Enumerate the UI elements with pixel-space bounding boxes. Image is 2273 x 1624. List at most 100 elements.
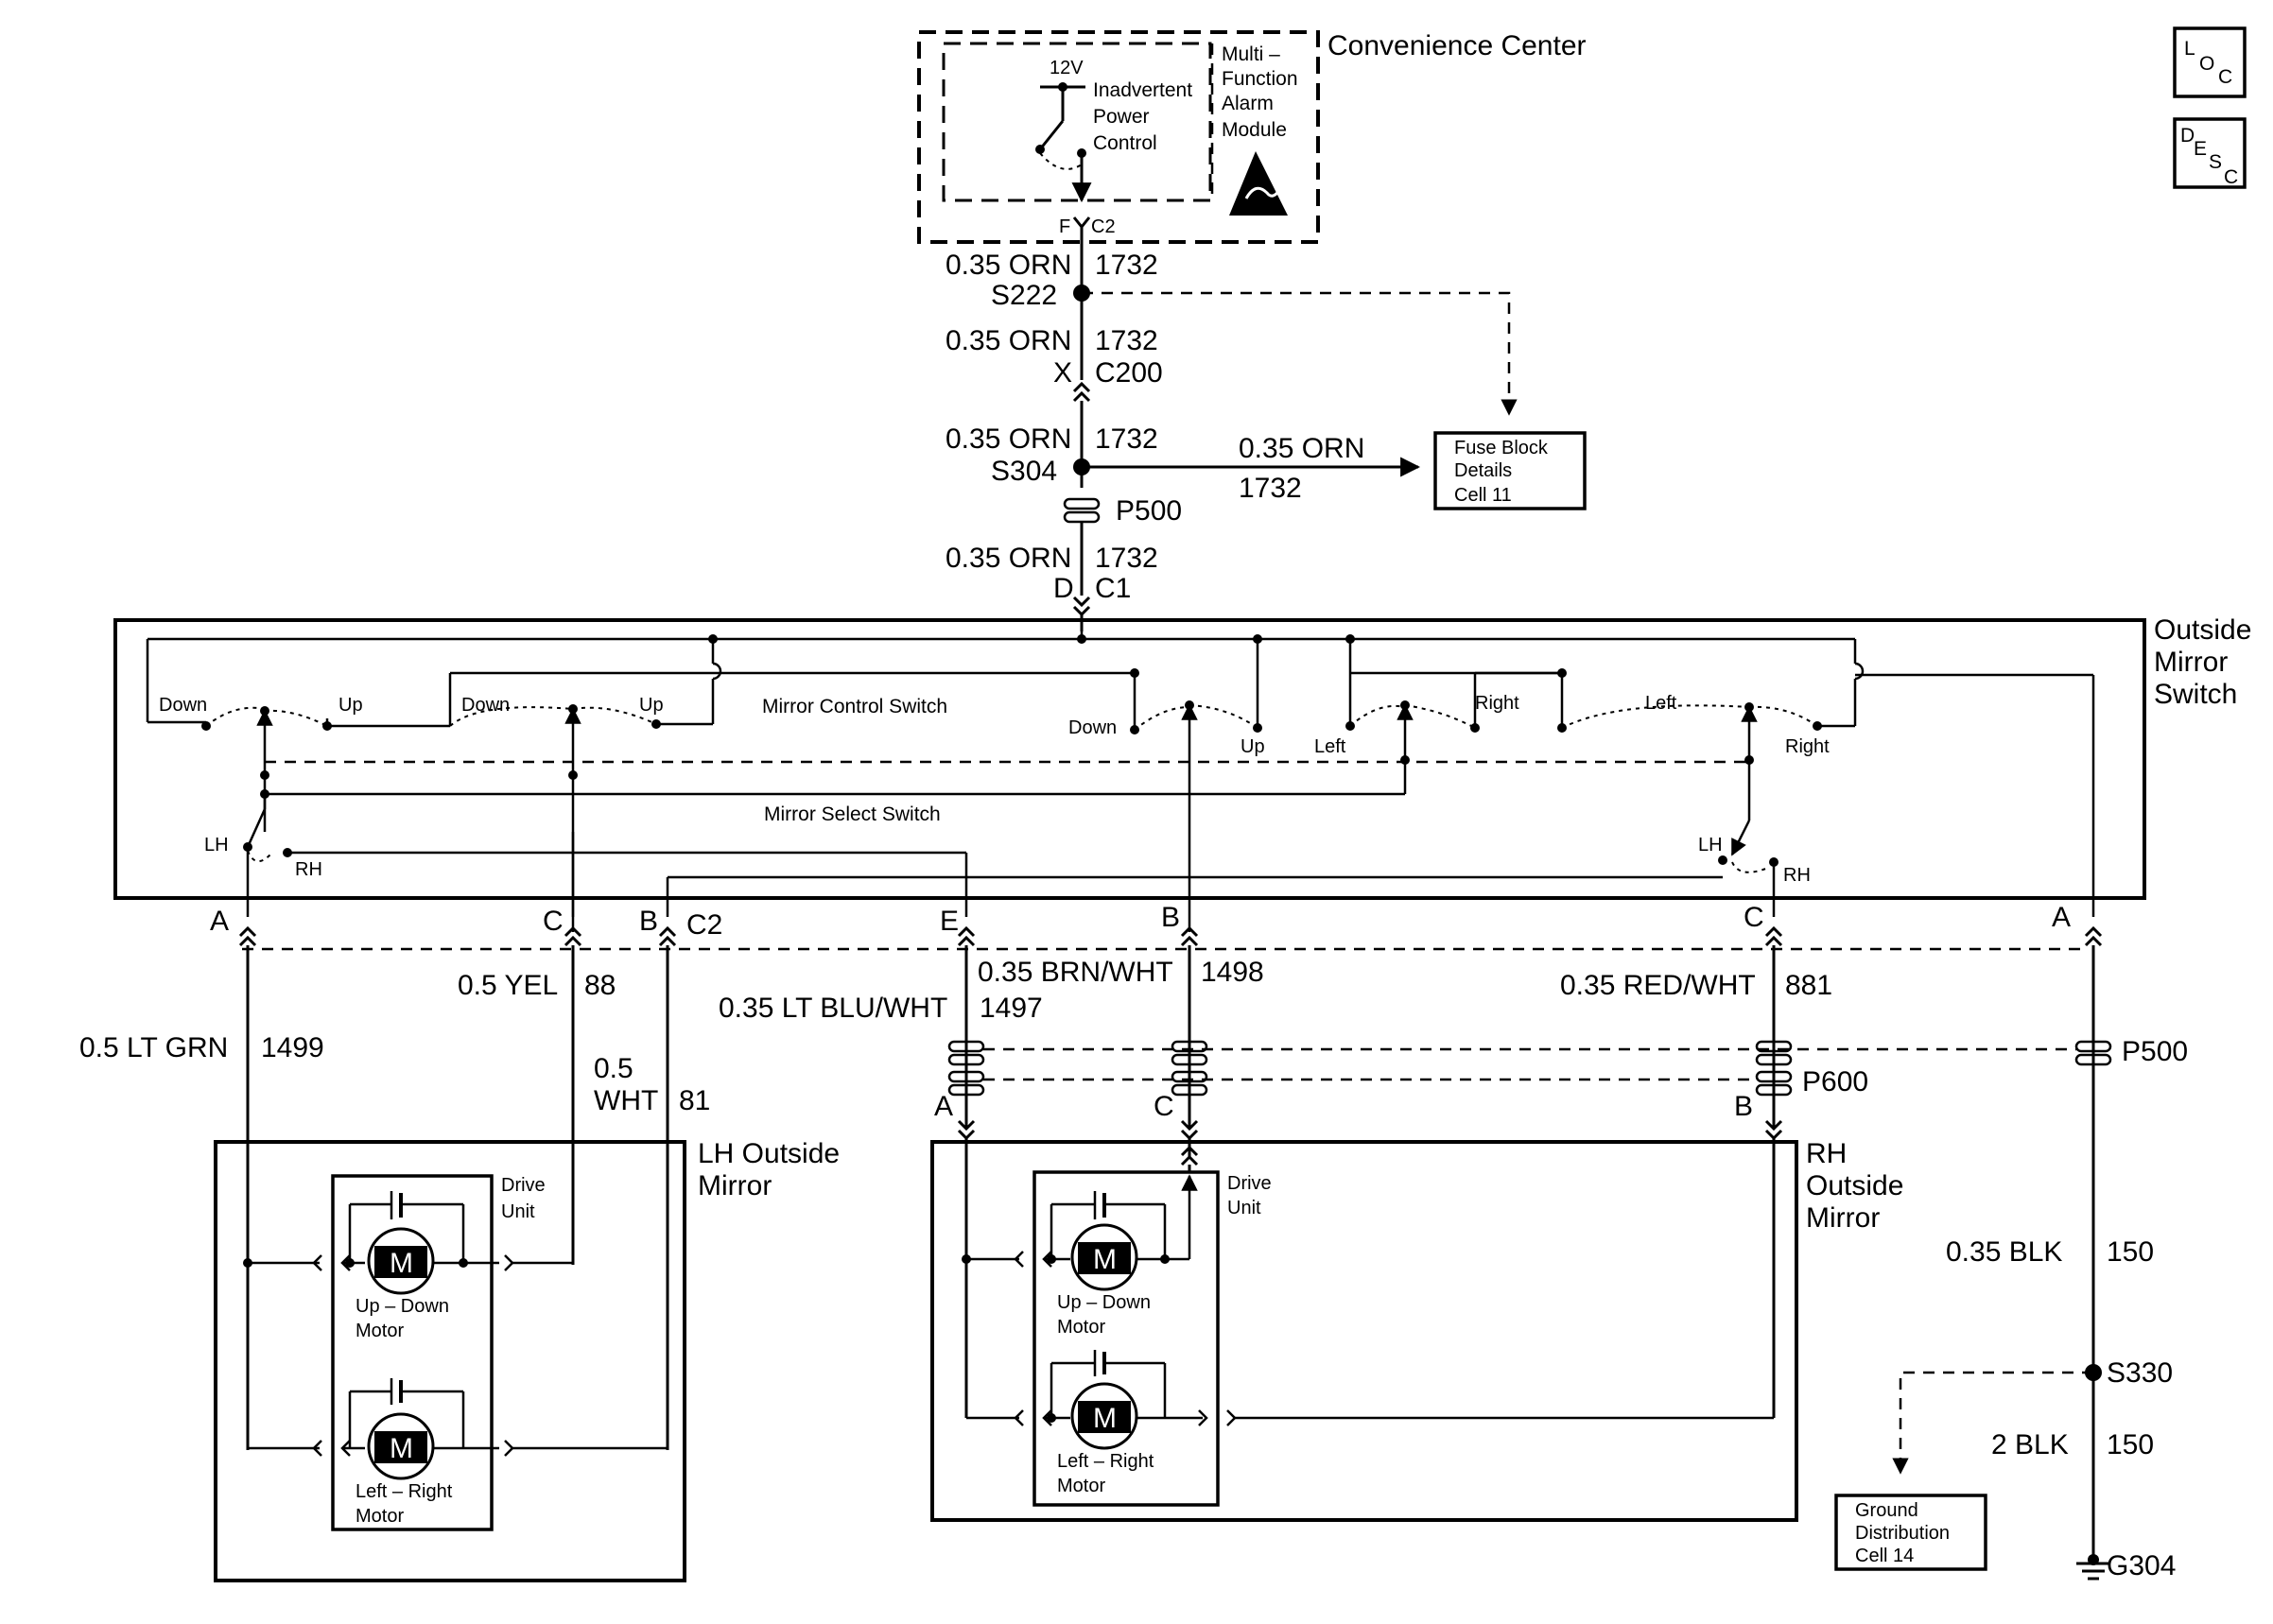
svg-text:Switch: Switch bbox=[2154, 679, 2237, 710]
svg-text:Cell 14: Cell 14 bbox=[1855, 1546, 1914, 1566]
esd-warning-icon bbox=[1229, 151, 1288, 216]
svg-text:F: F bbox=[1059, 216, 1070, 237]
svg-text:S222: S222 bbox=[991, 280, 1057, 311]
svg-text:C2: C2 bbox=[686, 909, 722, 941]
svg-text:C: C bbox=[2224, 166, 2238, 188]
svg-text:0.35 LT BLU/WHT: 0.35 LT BLU/WHT bbox=[719, 993, 947, 1024]
svg-text:B: B bbox=[1161, 902, 1180, 933]
svg-text:C2: C2 bbox=[1091, 216, 1116, 237]
svg-text:Up – Down: Up – Down bbox=[1057, 1292, 1151, 1313]
svg-text:E: E bbox=[940, 906, 959, 937]
svg-text:1497: 1497 bbox=[980, 993, 1043, 1024]
svg-text:1732: 1732 bbox=[1239, 473, 1302, 504]
c2-connector-row: A C B C2 E B C A bbox=[210, 902, 2103, 951]
svg-text:Inadvertent: Inadvertent bbox=[1093, 79, 1192, 101]
svg-text:81: 81 bbox=[679, 1085, 710, 1116]
svg-text:0.35 ORN: 0.35 ORN bbox=[1239, 433, 1364, 464]
motor-icon: M bbox=[390, 1433, 413, 1464]
svg-text:Up: Up bbox=[1241, 736, 1265, 757]
svg-text:Up: Up bbox=[639, 695, 664, 716]
svg-text:WHT: WHT bbox=[594, 1085, 658, 1116]
lh-harness: 0.5 LT GRN 1499 0.5 YEL 88 0.5 WHT 81 bbox=[79, 945, 710, 1450]
svg-text:0.35 ORN: 0.35 ORN bbox=[946, 325, 1071, 356]
svg-text:Down: Down bbox=[159, 695, 207, 716]
svg-text:X: X bbox=[1053, 357, 1072, 389]
svg-text:0.5 YEL: 0.5 YEL bbox=[458, 970, 558, 1001]
svg-text:G304: G304 bbox=[2107, 1550, 2176, 1581]
svg-text:Left – Right: Left – Right bbox=[356, 1481, 453, 1502]
lh-outside-mirror: LH Outside Mirror Drive Unit M Up – Down… bbox=[214, 1138, 840, 1582]
convenience-center-label: Convenience Center bbox=[1327, 30, 1587, 61]
svg-text:A: A bbox=[210, 906, 229, 937]
svg-text:RH: RH bbox=[1806, 1138, 1847, 1169]
svg-text:150: 150 bbox=[2107, 1236, 2154, 1268]
fuse-block-box[interactable]: Fuse Block Details Cell 11 bbox=[1433, 431, 1587, 510]
svg-text:Right: Right bbox=[1475, 693, 1519, 714]
svg-text:881: 881 bbox=[1785, 970, 1832, 1001]
ground-g304-icon bbox=[2076, 1554, 2110, 1581]
svg-text:Motor: Motor bbox=[1057, 1317, 1105, 1338]
svg-text:C: C bbox=[2218, 66, 2232, 88]
svg-text:Mirror Control Switch: Mirror Control Switch bbox=[762, 696, 947, 717]
svg-text:S304: S304 bbox=[991, 456, 1057, 487]
svg-text:Module: Module bbox=[1222, 119, 1287, 141]
svg-text:0.35 ORN: 0.35 ORN bbox=[946, 543, 1071, 574]
pass-through-p600 bbox=[947, 1070, 1793, 1097]
svg-text:1732: 1732 bbox=[1095, 423, 1158, 455]
svg-text:0.5: 0.5 bbox=[594, 1053, 633, 1084]
svg-text:Motor: Motor bbox=[356, 1506, 404, 1527]
svg-text:2 BLK: 2 BLK bbox=[1991, 1429, 2069, 1460]
svg-text:B: B bbox=[1734, 1091, 1753, 1122]
svg-text:P500: P500 bbox=[2122, 1036, 2188, 1067]
motor-icon: M bbox=[1093, 1403, 1117, 1434]
svg-text:0.35 ORN: 0.35 ORN bbox=[946, 250, 1071, 281]
svg-text:LH: LH bbox=[1698, 835, 1723, 855]
svg-text:LH: LH bbox=[204, 835, 229, 855]
svg-text:P500: P500 bbox=[1116, 495, 1182, 527]
svg-text:Motor: Motor bbox=[356, 1321, 404, 1341]
svg-text:C: C bbox=[1154, 1091, 1174, 1122]
svg-text:P600: P600 bbox=[1802, 1066, 1868, 1097]
motor-icon: M bbox=[390, 1248, 413, 1279]
svg-text:RH: RH bbox=[1783, 865, 1811, 886]
svg-text:Alarm: Alarm bbox=[1222, 93, 1274, 114]
svg-text:88: 88 bbox=[584, 970, 616, 1001]
svg-text:Up: Up bbox=[338, 695, 363, 716]
svg-text:Outside: Outside bbox=[1806, 1170, 1903, 1201]
loc-icon[interactable]: L O C bbox=[2173, 26, 2247, 98]
svg-text:1732: 1732 bbox=[1095, 325, 1158, 356]
desc-icon[interactable]: D E S C bbox=[2173, 117, 2247, 189]
svg-text:1498: 1498 bbox=[1201, 957, 1264, 988]
ground-distribution-box[interactable]: Ground Distribution Cell 14 bbox=[1834, 1494, 1987, 1571]
svg-text:Mirror: Mirror bbox=[1806, 1202, 1880, 1234]
svg-text:1499: 1499 bbox=[261, 1032, 324, 1063]
svg-text:Up – Down: Up – Down bbox=[356, 1296, 449, 1317]
svg-text:Power: Power bbox=[1093, 106, 1150, 128]
pass-through-p500 bbox=[947, 1040, 2112, 1066]
svg-text:Ground: Ground bbox=[1855, 1500, 1918, 1521]
rh-outside-mirror: RH Outside Mirror Drive Unit M Up – Down… bbox=[930, 1138, 1903, 1522]
svg-text:Details: Details bbox=[1454, 460, 1512, 481]
svg-text:Down: Down bbox=[461, 695, 510, 716]
svg-text:LH Outside: LH Outside bbox=[698, 1138, 840, 1169]
svg-text:Control: Control bbox=[1093, 132, 1157, 154]
svg-text:150: 150 bbox=[2107, 1429, 2154, 1460]
svg-text:Drive: Drive bbox=[1227, 1173, 1272, 1194]
svg-text:Unit: Unit bbox=[1227, 1198, 1261, 1218]
svg-text:D: D bbox=[2180, 125, 2195, 147]
svg-text:D: D bbox=[1053, 573, 1074, 604]
svg-text:O: O bbox=[2199, 53, 2214, 75]
svg-text:Function: Function bbox=[1222, 68, 1298, 90]
svg-text:0.35 BLK: 0.35 BLK bbox=[1946, 1236, 2062, 1268]
svg-text:Mirror: Mirror bbox=[698, 1170, 772, 1201]
svg-text:Outside: Outside bbox=[2154, 614, 2251, 646]
svg-text:Down: Down bbox=[1068, 717, 1117, 738]
svg-text:Mirror: Mirror bbox=[2154, 647, 2228, 678]
svg-text:1732: 1732 bbox=[1095, 250, 1158, 281]
svg-text:C: C bbox=[1744, 902, 1764, 933]
svg-text:0.35 BRN/WHT: 0.35 BRN/WHT bbox=[978, 957, 1173, 988]
svg-text:S: S bbox=[2209, 151, 2222, 173]
svg-text:Multi –: Multi – bbox=[1222, 43, 1280, 65]
svg-text:Distribution: Distribution bbox=[1855, 1523, 1950, 1544]
